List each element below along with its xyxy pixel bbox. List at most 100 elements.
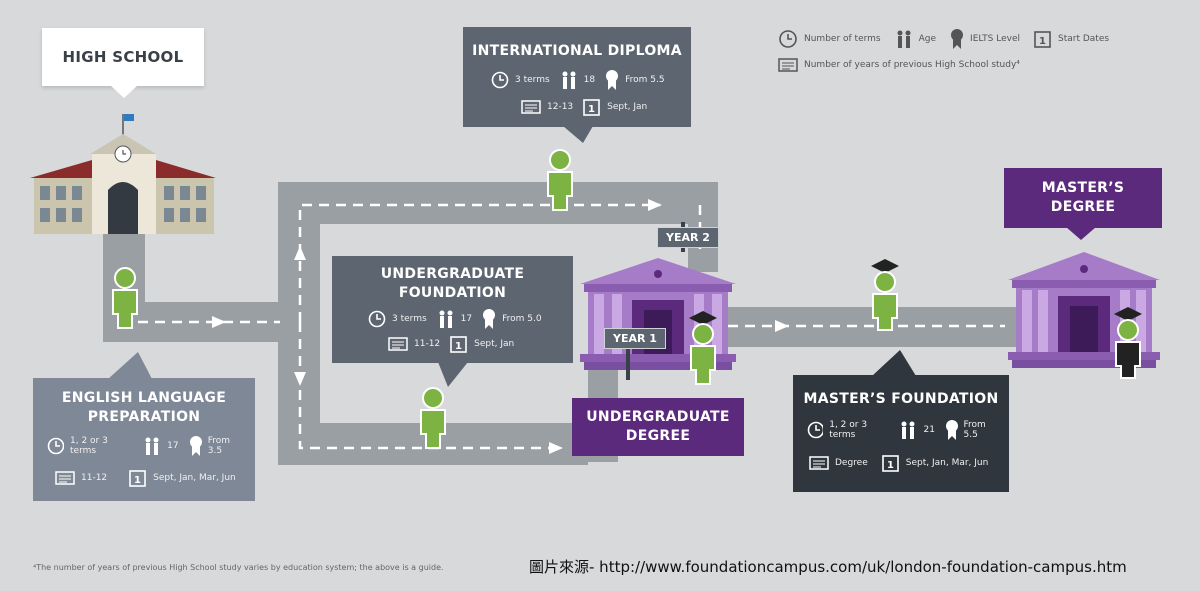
legend-years-label: Number of years of previous High School … xyxy=(804,60,1020,70)
legend-start: 1 Start Dates xyxy=(1034,29,1109,49)
legend-start-label: Start Dates xyxy=(1058,34,1110,44)
people-icon xyxy=(901,421,915,439)
calendar-icon: 1 xyxy=(583,99,600,116)
masters-foundation-start: Sept, Jan, Mar, Jun xyxy=(905,458,989,468)
ribbon-icon xyxy=(951,29,964,49)
english-language-ielts: From 3.5 xyxy=(207,436,231,456)
international-diploma-title: INTERNATIONAL DIPLOMA xyxy=(472,43,682,59)
clock-icon xyxy=(807,421,824,439)
english-language-box: ENGLISH LANGUAGE PREPARATION 1, 2 or 3 t… xyxy=(33,378,255,501)
undergraduate-degree-box: UNDERGRADUATE DEGREE xyxy=(572,398,744,456)
undergraduate-foundation-title-line2: FOUNDATION xyxy=(398,285,507,301)
english-language-terms: 1, 2 or 3 terms xyxy=(70,436,108,456)
legend-age: Age xyxy=(895,29,936,49)
footnote: ⁴The number of years of previous High Sc… xyxy=(33,563,444,572)
international-diploma-terms: 3 terms xyxy=(515,75,550,85)
undergraduate-degree-title-line1: UNDERGRADUATE xyxy=(586,409,730,425)
graduate-student-icon xyxy=(1114,307,1142,379)
masters-foundation-terms: 1, 2 or 3 terms xyxy=(829,420,868,440)
student-figure-icon xyxy=(112,267,138,329)
undergraduate-foundation-years: 11-12 xyxy=(414,339,441,349)
year2-label: YEAR 2 xyxy=(657,227,719,248)
source-caption: 圖片來源- http://www.foundationcampus.com/uk… xyxy=(529,558,1127,576)
undergraduate-foundation-title: UNDERGRADUATE FOUNDATION xyxy=(332,265,573,303)
undergraduate-foundation-start: Sept, Jan xyxy=(474,339,515,349)
legend-age-label: Age xyxy=(918,34,937,44)
english-language-title: ENGLISH LANGUAGE PREPARATION xyxy=(33,389,255,427)
english-language-years: 11-12 xyxy=(81,473,108,483)
legend-terms: Number of terms xyxy=(778,29,881,49)
english-language-start: Sept, Jan, Mar, Jun xyxy=(153,473,236,483)
people-icon xyxy=(897,30,911,48)
international-diploma-start: Sept, Jan xyxy=(607,102,648,112)
masters-degree-box: MASTER’S DEGREE xyxy=(1004,168,1162,228)
masters-foundation-title: MASTER’S FOUNDATION xyxy=(803,391,999,407)
international-diploma-pointer xyxy=(563,126,593,143)
student-figure-icon xyxy=(420,387,446,449)
legend-years: Number of years of previous High School … xyxy=(778,58,1020,72)
masters-degree-title: MASTER’S DEGREE xyxy=(1004,179,1162,217)
ribbon-icon xyxy=(189,436,202,456)
international-diploma-years: 12-13 xyxy=(547,102,574,112)
masters-foundation-age: 21 xyxy=(923,425,935,435)
student-figure-icon xyxy=(547,149,573,211)
international-diploma-row2: 12-13 1 Sept, Jan xyxy=(521,97,657,117)
school-building-icon xyxy=(30,114,216,234)
graduate-student-icon xyxy=(689,311,717,385)
undergraduate-foundation-title-line1: UNDERGRADUATE xyxy=(380,266,525,282)
clock-icon xyxy=(47,437,65,455)
masters-foundation-row1: 1, 2 or 3 terms 21 From 5.5 xyxy=(807,419,1009,441)
international-diploma-age: 18 xyxy=(583,75,596,85)
english-language-title-line2: PREPARATION xyxy=(87,409,201,425)
masters-degree-title-line1: MASTER’S xyxy=(1041,180,1125,196)
undergraduate-foundation-ielts: From 5.0 xyxy=(502,314,542,324)
people-icon xyxy=(439,310,453,328)
masters-foundation-box: MASTER’S FOUNDATION 1, 2 or 3 terms 21 F… xyxy=(793,375,1009,492)
masters-degree-pointer xyxy=(1066,227,1096,240)
certificate-icon xyxy=(55,471,75,485)
undergraduate-degree-title: UNDERGRADUATE DEGREE xyxy=(572,408,744,446)
calendar-icon: 1 xyxy=(1034,31,1051,48)
calendar-icon: 1 xyxy=(129,470,146,487)
ribbon-icon xyxy=(606,70,619,90)
english-language-row2: 11-12 1 Sept, Jan, Mar, Jun xyxy=(55,468,246,488)
clock-icon xyxy=(368,310,386,328)
clock-icon xyxy=(779,30,797,48)
svg-text:1: 1 xyxy=(134,475,141,486)
year1-sign-pole xyxy=(626,330,630,380)
undergraduate-foundation-row2: 11-12 1 Sept, Jan xyxy=(388,334,524,354)
english-language-row1: 1, 2 or 3 terms 17 From 3.5 xyxy=(47,435,255,457)
undergraduate-degree-title-line2: DEGREE xyxy=(625,428,691,444)
svg-text:1: 1 xyxy=(887,460,894,471)
legend-ielts: IELTS Level xyxy=(950,28,1020,50)
undergraduate-foundation-row1: 3 terms 17 From 5.0 xyxy=(368,308,552,330)
people-icon xyxy=(145,437,159,455)
high-school-pointer xyxy=(110,85,138,98)
masters-foundation-pointer xyxy=(872,350,916,376)
graduate-student-icon xyxy=(871,259,899,331)
people-icon xyxy=(562,71,576,89)
english-language-pointer xyxy=(108,352,152,379)
calendar-icon: 1 xyxy=(450,336,467,353)
international-diploma-row1: 3 terms 18 From 5.5 xyxy=(491,69,675,91)
high-school-title: HIGH SCHOOL xyxy=(62,48,184,66)
undergraduate-foundation-age: 17 xyxy=(460,314,473,324)
english-language-title-line1: ENGLISH LANGUAGE xyxy=(61,390,227,406)
certificate-icon xyxy=(388,337,408,351)
ribbon-icon xyxy=(483,309,496,329)
legend-terms-label: Number of terms xyxy=(804,34,881,44)
svg-text:1: 1 xyxy=(455,341,462,352)
certificate-icon xyxy=(521,100,541,114)
masters-degree-title-line2: DEGREE xyxy=(1050,199,1116,215)
certificate-icon xyxy=(778,58,798,72)
international-diploma-box: INTERNATIONAL DIPLOMA 3 terms 18 From 5.… xyxy=(463,27,691,127)
undergraduate-foundation-pointer xyxy=(438,362,468,387)
legend-years-row: Number of years of previous High School … xyxy=(778,58,1034,72)
masters-foundation-ielts: From 5.5 xyxy=(963,420,986,440)
ribbon-icon xyxy=(945,420,958,440)
undergraduate-foundation-terms: 3 terms xyxy=(392,314,427,324)
legend: Number of terms Age IELTS Level 1 Start … xyxy=(778,28,1123,50)
svg-text:1: 1 xyxy=(588,104,595,115)
